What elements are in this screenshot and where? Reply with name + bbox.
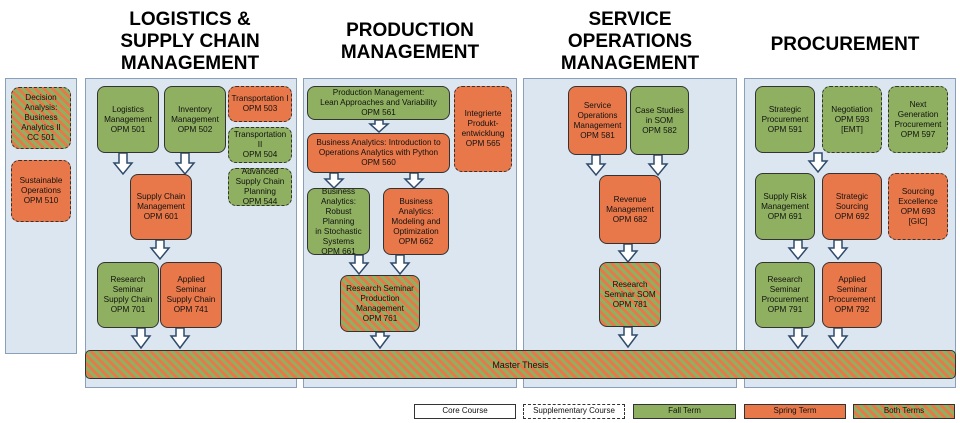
course-advanced-scp[interactable]: Advanced Supply Chain Planning OPM 544: [228, 167, 292, 206]
header-service: SERVICE OPERATIONS MANAGEMENT: [560, 9, 700, 74]
arrow-down: [149, 239, 171, 261]
course-ba-intro-python[interactable]: Business Analytics: Introduction to Oper…: [307, 133, 450, 173]
course-logistics-management[interactable]: Logistics Management OPM 501: [97, 86, 159, 153]
arrow-down: [787, 327, 809, 350]
course-applied-seminar-procurement[interactable]: Applied Seminar Procurement OPM 792: [822, 262, 882, 328]
course-applied-seminar-sc[interactable]: Applied Seminar Supply Chain OPM 741: [160, 262, 222, 328]
course-integrierte-produktentwicklung[interactable]: Integrierte Produkt- entwicklung OPM 565: [454, 86, 512, 172]
course-service-operations[interactable]: Service Operations Management OPM 581: [568, 86, 627, 155]
arrow-down: [169, 327, 191, 350]
arrow-down: [807, 152, 829, 174]
header-production: PRODUCTION MANAGEMENT: [340, 20, 480, 63]
master-thesis-bar[interactable]: Master Thesis: [85, 350, 956, 379]
arrow-down: [787, 239, 809, 261]
legend-supplementary-course: Supplementary Course: [523, 404, 625, 419]
header-procurement: PROCUREMENT: [770, 34, 920, 55]
course-negotiation[interactable]: Negotiation OPM 593 [EMT]: [822, 86, 882, 153]
arrow-down: [348, 254, 370, 276]
arrow-down: [827, 239, 849, 261]
course-supply-chain-management[interactable]: Supply Chain Management OPM 601: [130, 174, 192, 240]
course-ba-robust-planning[interactable]: Business Analytics: Robust Planning in S…: [307, 187, 370, 256]
arrow-down: [647, 154, 669, 177]
course-next-generation-procurement[interactable]: Next Generation Procurement OPM 597: [888, 86, 948, 153]
header-logistics: LOGISTICS & SUPPLY CHAIN MANAGEMENT: [120, 9, 260, 74]
arrow-down: [174, 152, 196, 176]
course-sustainable-operations[interactable]: Sustainable Operations OPM 510: [11, 160, 71, 222]
course-inventory-management[interactable]: Inventory Management OPM 502: [164, 86, 226, 153]
course-sourcing-excellence[interactable]: Sourcing Excellence OPM 693 [GIC]: [888, 173, 948, 240]
legend-fall-term: Fall Term: [633, 404, 736, 419]
arrow-down: [369, 331, 391, 350]
arrow-down: [617, 243, 639, 264]
arrow-down: [112, 152, 134, 176]
course-pm-lean[interactable]: Production Management: Lean Approaches a…: [307, 86, 450, 120]
arrow-down: [368, 119, 390, 134]
arrow-down: [323, 172, 345, 190]
arrow-down: [827, 327, 849, 350]
course-decision-analysis[interactable]: Decision Analysis: Business Analytics II…: [11, 87, 71, 149]
course-research-seminar-som[interactable]: Research Seminar SOM OPM 781: [599, 262, 661, 327]
course-strategic-procurement[interactable]: Strategic Procurement OPM 591: [755, 86, 815, 153]
arrow-down: [617, 326, 639, 349]
course-strategic-sourcing[interactable]: Strategic Sourcing OPM 692: [822, 173, 882, 240]
arrow-down: [585, 154, 607, 177]
course-transportation-1[interactable]: Transportation I OPM 503: [228, 86, 292, 122]
arrow-down: [130, 327, 152, 350]
course-research-seminar-sc[interactable]: Research Seminar Supply Chain OPM 701: [97, 262, 159, 328]
course-revenue-management[interactable]: Revenue Management OPM 682: [599, 175, 661, 244]
course-transportation-2[interactable]: Transportation II OPM 504: [228, 127, 292, 163]
course-ba-modeling[interactable]: Business Analytics: Modeling and Optimiz…: [383, 188, 449, 255]
legend-both-terms: Both Terms: [853, 404, 955, 419]
legend-spring-term: Spring Term: [744, 404, 846, 419]
arrow-down: [403, 172, 425, 190]
course-research-seminar-procurement[interactable]: Research Seminar Procurement OPM 791: [755, 262, 815, 328]
arrow-down: [389, 254, 411, 276]
course-supply-risk-management[interactable]: Supply Risk Management OPM 691: [755, 173, 815, 240]
course-case-studies-som[interactable]: Case Studies in SOM OPM 582: [630, 86, 689, 155]
course-research-seminar-pm[interactable]: Research Seminar Production Management O…: [340, 275, 420, 332]
legend-core-course: Core Course: [414, 404, 516, 419]
